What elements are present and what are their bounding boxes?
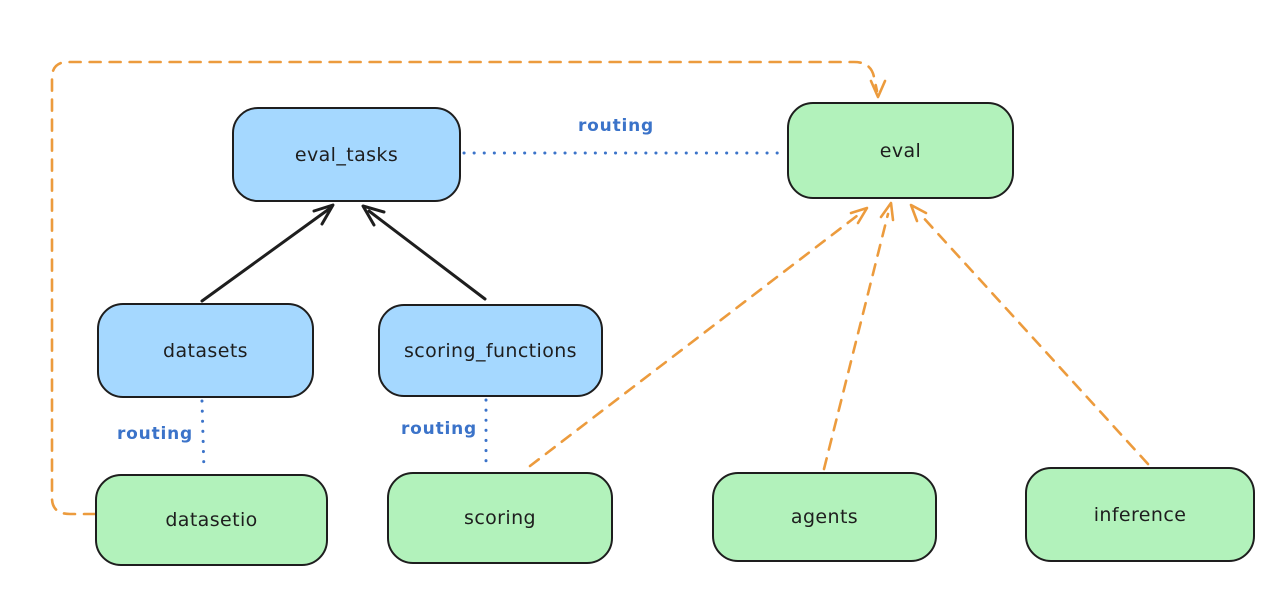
node-eval-tasks: eval_tasks [232,107,461,202]
edge-scoring-to-eval [528,206,869,468]
node-scoring-label: scoring [464,507,536,529]
node-eval-tasks-label: eval_tasks [294,143,399,166]
node-datasetio-label: datasetio [165,509,258,531]
edge-inference-to-eval [909,203,1150,466]
node-eval: eval [787,102,1014,199]
edge-datasets-to-eval-tasks [200,203,335,303]
edge-datasetio-to-eval [50,60,887,516]
node-inference: inference [1025,467,1255,562]
node-agents-label: agents [790,506,859,528]
node-scoring-functions-label: scoring_functions [404,339,577,362]
node-agents: agents [712,472,937,562]
node-inference-label: inference [1093,503,1187,526]
node-datasets-label: datasets [163,339,248,362]
edge-label-routing-scoring-functions-scoring: routing [401,419,477,439]
node-datasets: datasets [97,303,314,398]
edge-agents-to-eval [822,201,895,471]
edge-label-routing-datasets-datasetio: routing [117,424,193,444]
edge-label-routing-eval-tasks-eval: routing [578,116,654,136]
node-datasetio: datasetio [95,474,328,566]
edge-datasets-to-datasetio [200,399,206,473]
node-eval-label: eval [879,139,922,162]
edge-scoring-functions-to-eval-tasks [361,204,487,301]
node-scoring-functions: scoring_functions [378,304,603,397]
node-scoring: scoring [387,472,613,564]
